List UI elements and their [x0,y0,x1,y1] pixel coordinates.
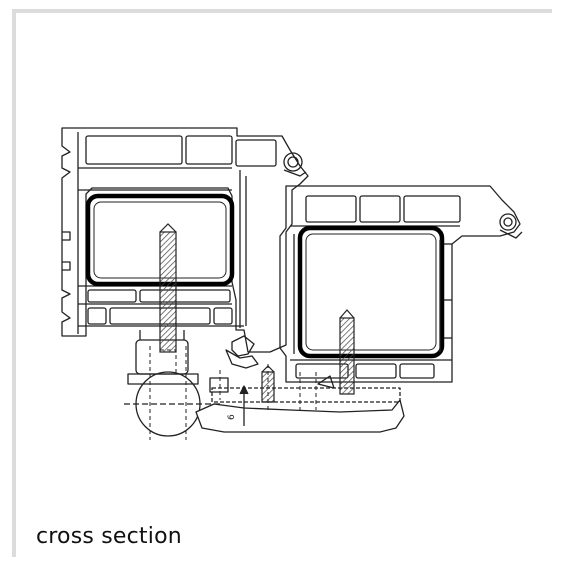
right-screw [339,309,355,395]
center-screw [261,365,275,403]
left-screw [159,223,177,353]
left-profile-outline [61,127,309,353]
right-profile-outline [279,185,521,383]
dimension-annotation: 6 [227,414,237,420]
figure-caption: cross section [36,524,182,549]
